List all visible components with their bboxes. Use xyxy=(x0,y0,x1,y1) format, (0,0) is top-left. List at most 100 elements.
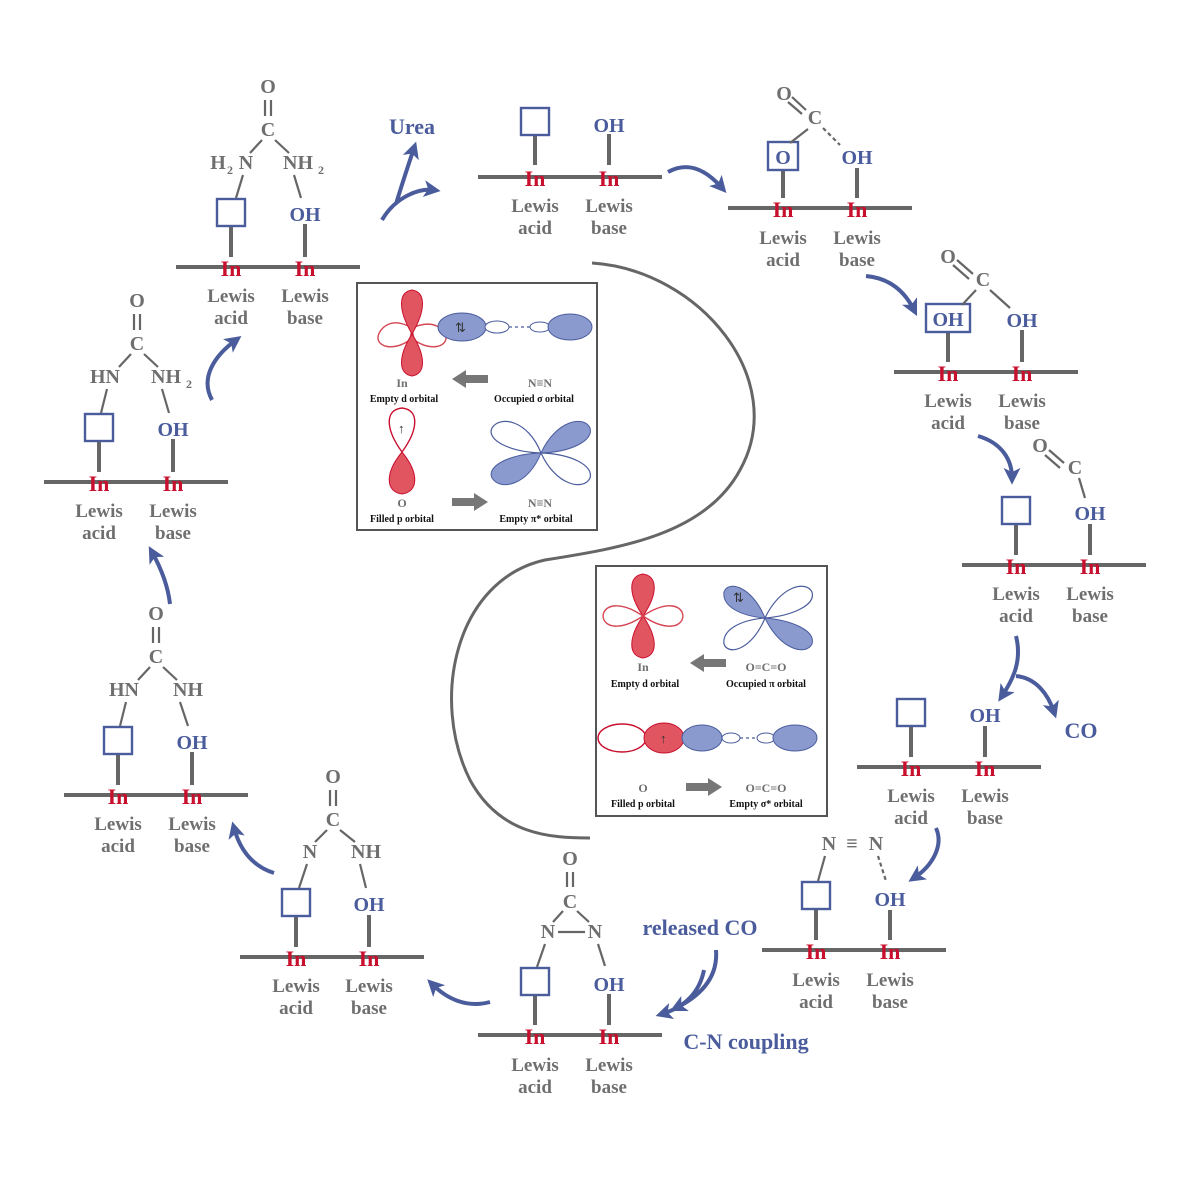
indium-base: In xyxy=(182,784,203,809)
gray-arrow-icon xyxy=(690,654,726,672)
indium-base: In xyxy=(880,939,901,964)
curved-arrow-icon xyxy=(228,821,275,875)
indium-base: In xyxy=(1012,361,1033,386)
triple-bond-label: ≡ xyxy=(846,833,857,855)
lewis-acid-label: acid xyxy=(279,998,313,1019)
inset-orbital-label: Filled p orbital xyxy=(370,514,434,525)
orbital-lobe-icon: ⇅ xyxy=(723,585,813,651)
lewis-base-label: base xyxy=(287,308,323,329)
lewis-acid-label: acid xyxy=(518,218,552,239)
inset-orbital-label: Empty d orbital xyxy=(611,679,680,690)
indium-acid: In xyxy=(1006,554,1027,579)
curved-arrow-icon xyxy=(148,546,172,605)
h2n-label: H xyxy=(210,152,226,174)
lewis-base-label: base xyxy=(155,523,191,544)
subscript-two: 2 xyxy=(186,377,192,391)
carbon-label: C xyxy=(130,333,144,355)
oxygen-label: O xyxy=(562,848,578,870)
inset-o-label: O xyxy=(397,496,406,510)
vacancy-square-icon xyxy=(215,197,247,228)
carbon-label: C xyxy=(563,891,577,913)
indium-base: In xyxy=(847,197,868,222)
inset-orbital-label: Empty d orbital xyxy=(370,394,439,405)
vacancy-square-icon xyxy=(519,106,551,137)
hydroxyl-label: OH xyxy=(593,115,625,137)
lewis-base-label: base xyxy=(839,250,875,271)
electron-arrow-icon: ↑ xyxy=(660,731,667,746)
electron-arrow-icon: ↑ xyxy=(398,421,405,436)
nh2-label: NH xyxy=(151,366,181,388)
electron-arrow-icon: ⇅ xyxy=(455,320,466,335)
hydroxyl-label: OH xyxy=(353,894,385,916)
lewis-base-label: Lewis xyxy=(585,196,633,217)
indium-base: In xyxy=(599,1024,620,1049)
lewis-base-label: base xyxy=(872,992,908,1013)
lewis-base-label: Lewis xyxy=(833,228,881,249)
lewis-acid-label: Lewis xyxy=(207,286,255,307)
carbon-label: C xyxy=(808,107,822,129)
indium-base: In xyxy=(1080,554,1101,579)
indium-acid: In xyxy=(525,1024,546,1049)
gray-arrow-icon xyxy=(686,778,722,796)
lewis-base-label: base xyxy=(591,1077,627,1098)
inset-n2-label: N≡N xyxy=(528,496,553,510)
oxygen-label: O xyxy=(148,603,164,625)
inset-in-label: In xyxy=(637,660,649,674)
curved-arrow-icon xyxy=(1015,674,1059,719)
lewis-acid-label: acid xyxy=(214,308,248,329)
state-cooh-oh-site: OH O C OH In In Lewis acid Lewis base xyxy=(894,246,1078,434)
hydroxyl-in-site: OH xyxy=(932,309,964,331)
hn-label: HN xyxy=(90,366,121,388)
h2n-label: N xyxy=(239,152,254,174)
indium-acid: In xyxy=(286,946,307,971)
vacancy-square-icon xyxy=(924,302,972,334)
lewis-base-label: base xyxy=(591,218,627,239)
cn-coupling-label: C-N coupling xyxy=(683,1029,808,1054)
lewis-base-label: Lewis xyxy=(345,976,393,997)
urea-label: Urea xyxy=(389,114,435,139)
cycle-arrows xyxy=(148,141,1059,1020)
curved-arrow-icon xyxy=(865,274,918,317)
state-co2-adsorbed: O O C OH In In Lewis acid Lewis base xyxy=(728,83,912,271)
hydroxyl-label: OH xyxy=(1074,503,1106,525)
nh-label: NH xyxy=(351,841,381,863)
hydroxyl-label: OH xyxy=(969,705,1001,727)
inset-orbital-label: Empty σ* orbital xyxy=(729,799,802,810)
lewis-acid-label: acid xyxy=(766,250,800,271)
indium-base: In xyxy=(975,756,996,781)
oxygen-label: O xyxy=(776,83,792,105)
oxygen-label: O xyxy=(129,290,145,312)
hydroxyl-label: OH xyxy=(289,204,321,226)
nitrogen-label: N xyxy=(588,921,603,943)
lewis-base-label: base xyxy=(174,836,210,857)
vacancy-square-icon xyxy=(800,880,832,911)
inset-orbital-label: Occupied σ orbital xyxy=(494,394,574,405)
curved-arrow-icon xyxy=(998,635,1021,702)
carbon-label: C xyxy=(326,809,340,831)
lewis-acid-label: acid xyxy=(799,992,833,1013)
lewis-acid-label: acid xyxy=(101,836,135,857)
state-n2-adsorbed: N ≡ N OH In In Lewis acid Lewis base xyxy=(762,833,946,1013)
state-n-co-nh: O C N NH OH In In Lewis acid Lewis base xyxy=(240,766,424,1019)
hydroxyl-label: OH xyxy=(593,974,625,996)
nitrogen-label: N xyxy=(303,841,318,863)
orbital-inset-co2: ⇅ In Empty d orbital O=C=O Occupied π or… xyxy=(595,565,828,817)
lewis-acid-label: Lewis xyxy=(792,970,840,991)
inset-co2-label: O=C=O xyxy=(745,781,786,795)
vacancy-square-icon xyxy=(280,887,312,918)
lewis-base-label: base xyxy=(351,998,387,1019)
curved-arrow-icon xyxy=(427,979,491,1006)
hydroxyl-label: OH xyxy=(176,732,208,754)
lewis-acid-label: acid xyxy=(82,523,116,544)
orbital-lobe-icon: ⇅ xyxy=(437,312,593,342)
indium-acid: In xyxy=(525,166,546,191)
orbital-lobe-icon xyxy=(490,420,591,486)
lewis-acid-label: Lewis xyxy=(75,501,123,522)
indium-base: In xyxy=(599,166,620,191)
inset-orbital-label: Empty π* orbital xyxy=(499,514,572,525)
indium-acid: In xyxy=(938,361,959,386)
inset-in-label: In xyxy=(396,376,408,390)
orbital-lobe-icon: ↑ xyxy=(597,722,818,754)
lewis-acid-label: acid xyxy=(931,413,965,434)
